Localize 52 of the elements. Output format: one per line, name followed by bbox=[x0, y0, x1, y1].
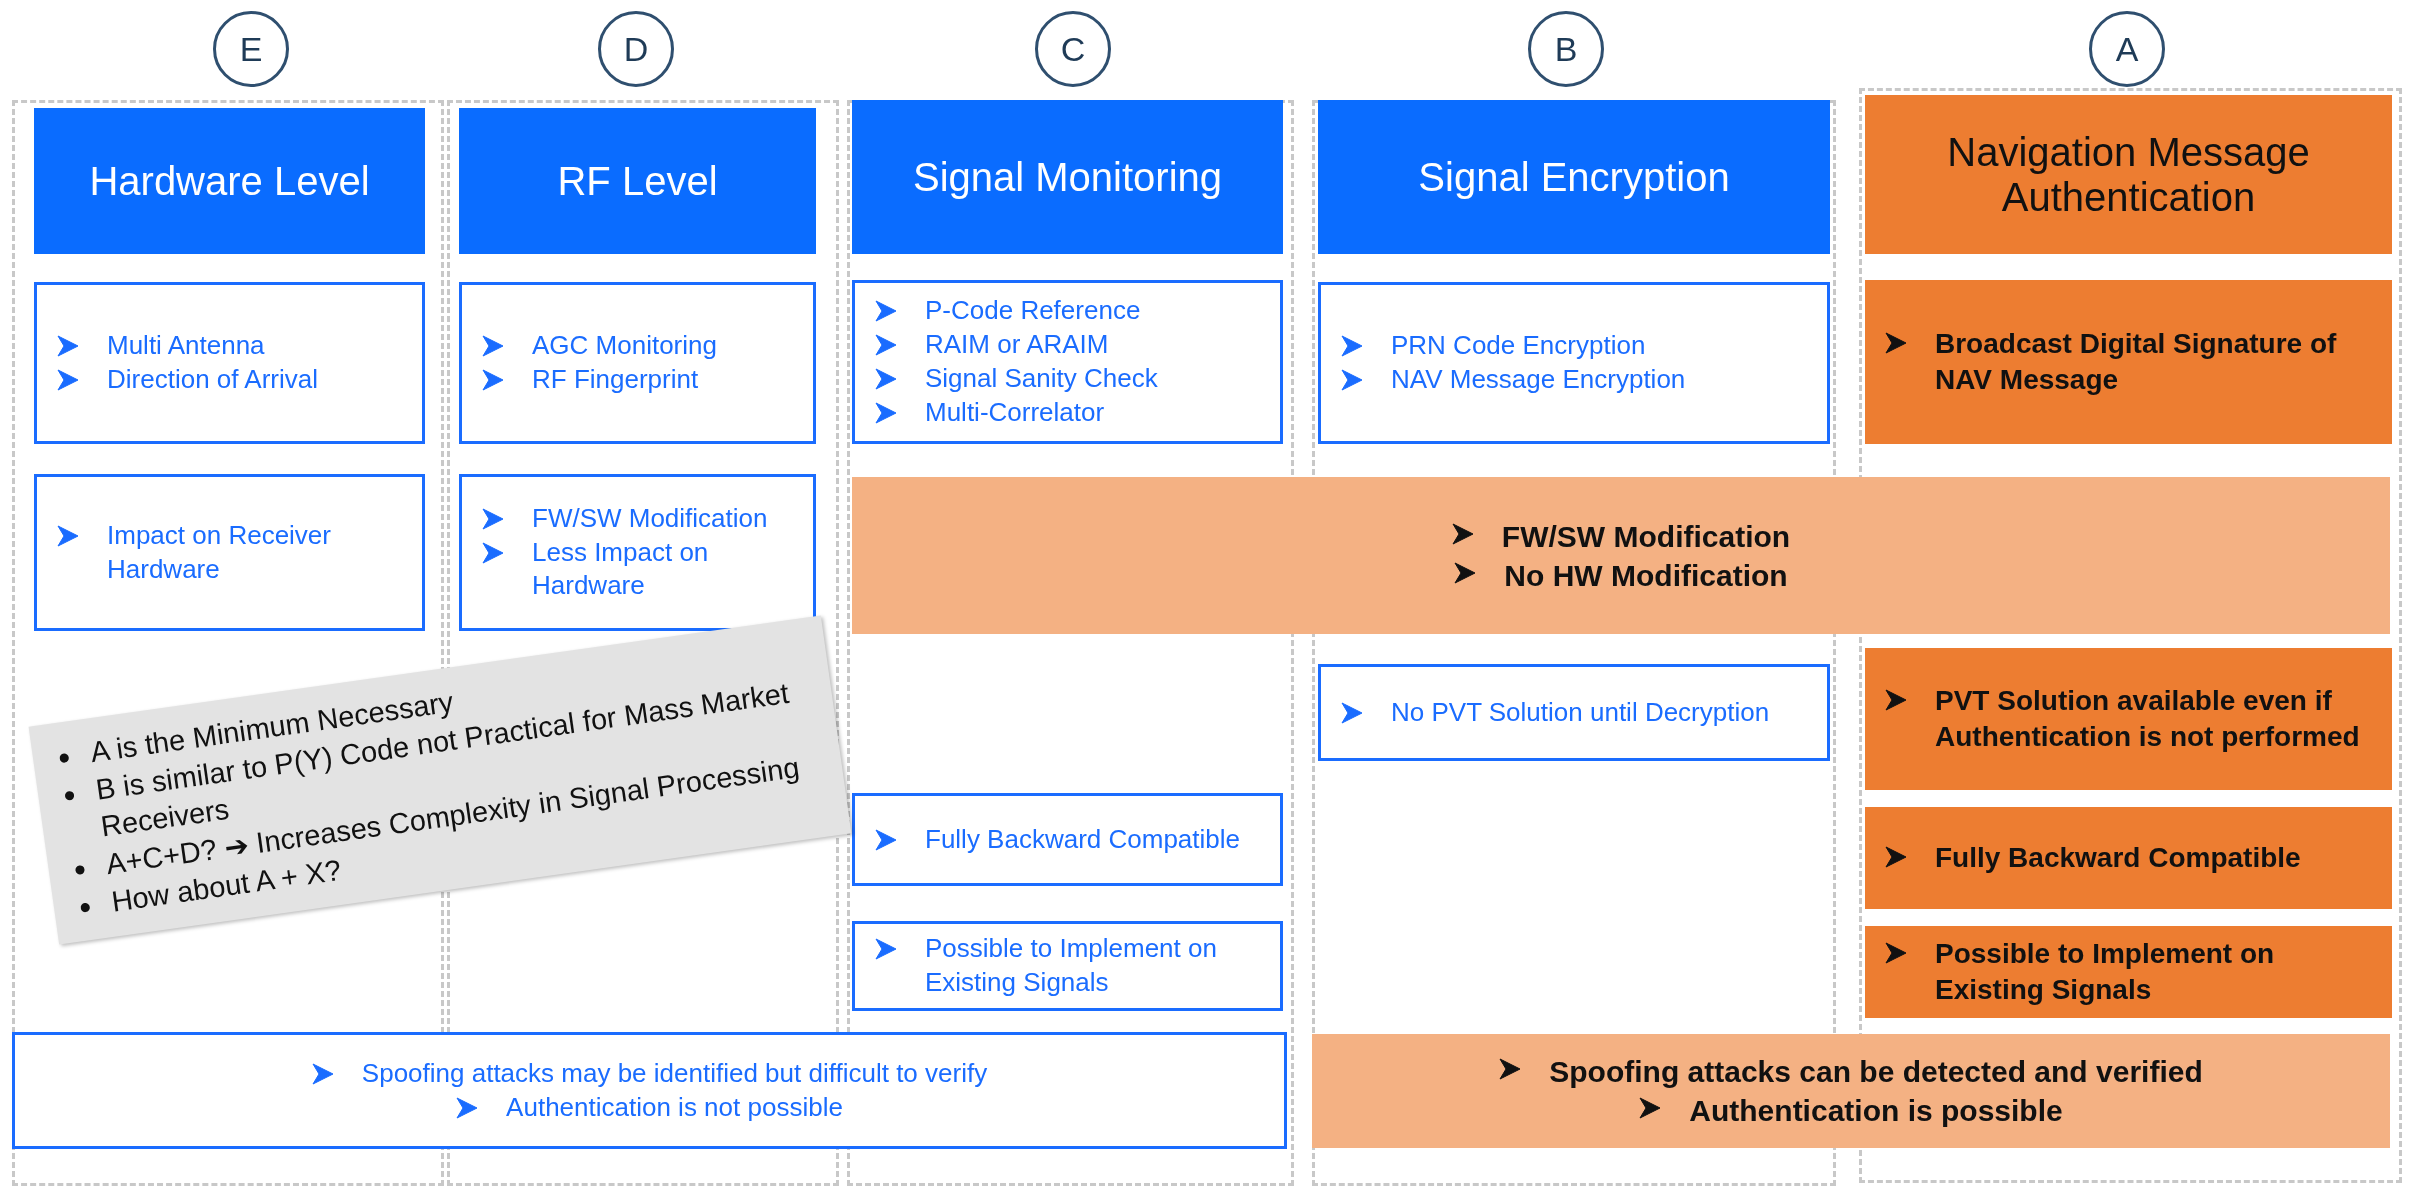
feature-box bbox=[852, 280, 1283, 444]
list-item-text: Possible to Implement on Existing Signals bbox=[925, 932, 1218, 999]
column-header: RF Level bbox=[459, 108, 816, 254]
column-letter-badge: A bbox=[2089, 11, 2165, 87]
feature-box bbox=[34, 282, 425, 444]
list-item-text: Authentication is possible bbox=[1689, 1093, 2063, 1129]
feature-box bbox=[1865, 926, 2392, 1018]
column-letter-badge: E bbox=[213, 11, 289, 87]
list-item-text: Multi-Correlator bbox=[925, 395, 1105, 429]
list-item-text: NAV Message Encryption bbox=[1391, 363, 1686, 396]
list-item-text: P-Code Reference bbox=[925, 294, 1141, 328]
list-item-text: Authentication is not possible bbox=[506, 1090, 843, 1124]
column-header: Signal Encryption bbox=[1318, 100, 1830, 254]
summary-band bbox=[1312, 1034, 2390, 1148]
list-item-text: PVT Solution available even if Authentication is not performed bbox=[1935, 683, 2361, 754]
summary-box bbox=[12, 1032, 1287, 1149]
feature-box bbox=[459, 474, 816, 631]
feature-box bbox=[34, 474, 425, 631]
column-letter-badge: D bbox=[598, 11, 674, 87]
list-item-text: Direction of Arrival bbox=[107, 363, 318, 396]
list-item-text: AGC Monitoring bbox=[532, 329, 717, 363]
list-item-text: Signal Sanity Check bbox=[925, 362, 1158, 395]
column-letter-badge: C bbox=[1035, 11, 1111, 87]
feature-box bbox=[1318, 282, 1830, 444]
list-item-text: RAIM or ARAIM bbox=[925, 328, 1109, 362]
feature-box bbox=[1865, 280, 2392, 444]
list-item-text: Less Impact on Hardware bbox=[532, 535, 710, 603]
list-item-text: PRN Code Encryption bbox=[1391, 329, 1646, 363]
column-header: Navigation Message Authentication bbox=[1865, 95, 2392, 254]
list-item-text: Spoofing attacks can be detected and verified bbox=[1549, 1054, 2203, 1090]
feature-box bbox=[1865, 807, 2392, 909]
feature-box bbox=[1865, 648, 2392, 790]
column-header: Signal Monitoring bbox=[852, 100, 1283, 254]
list-item-text: FW/SW Modification bbox=[532, 501, 768, 535]
feature-box bbox=[852, 921, 1283, 1011]
list-item-text: Impact on Receiver Hardware bbox=[107, 518, 332, 586]
list-item-text: FW/SW Modification bbox=[1501, 518, 1791, 555]
feature-box bbox=[852, 793, 1283, 886]
list-item-text: Multi Antenna bbox=[107, 329, 265, 363]
list-item-text: No HW Modification bbox=[1504, 557, 1788, 594]
summary-band bbox=[852, 477, 2390, 634]
list-item-text: Spoofing attacks may be identified but difficult to verify bbox=[361, 1056, 988, 1090]
list-item-text: Fully Backward Compatible bbox=[1935, 840, 2301, 875]
feature-box bbox=[459, 282, 816, 444]
column-letter-badge: B bbox=[1528, 11, 1604, 87]
feature-box bbox=[1318, 664, 1830, 761]
list-item-text: No PVT Solution until Decryption bbox=[1391, 695, 1770, 729]
list-item-text: RF Fingerprint bbox=[532, 363, 699, 396]
list-item-text: Possible to Implement on Existing Signals bbox=[1935, 936, 2276, 1007]
column-header: Hardware Level bbox=[34, 108, 425, 254]
list-item-text: Fully Backward Compatible bbox=[925, 822, 1240, 856]
list-item-text: Broadcast Digital Signature of NAV Message bbox=[1935, 326, 2338, 397]
